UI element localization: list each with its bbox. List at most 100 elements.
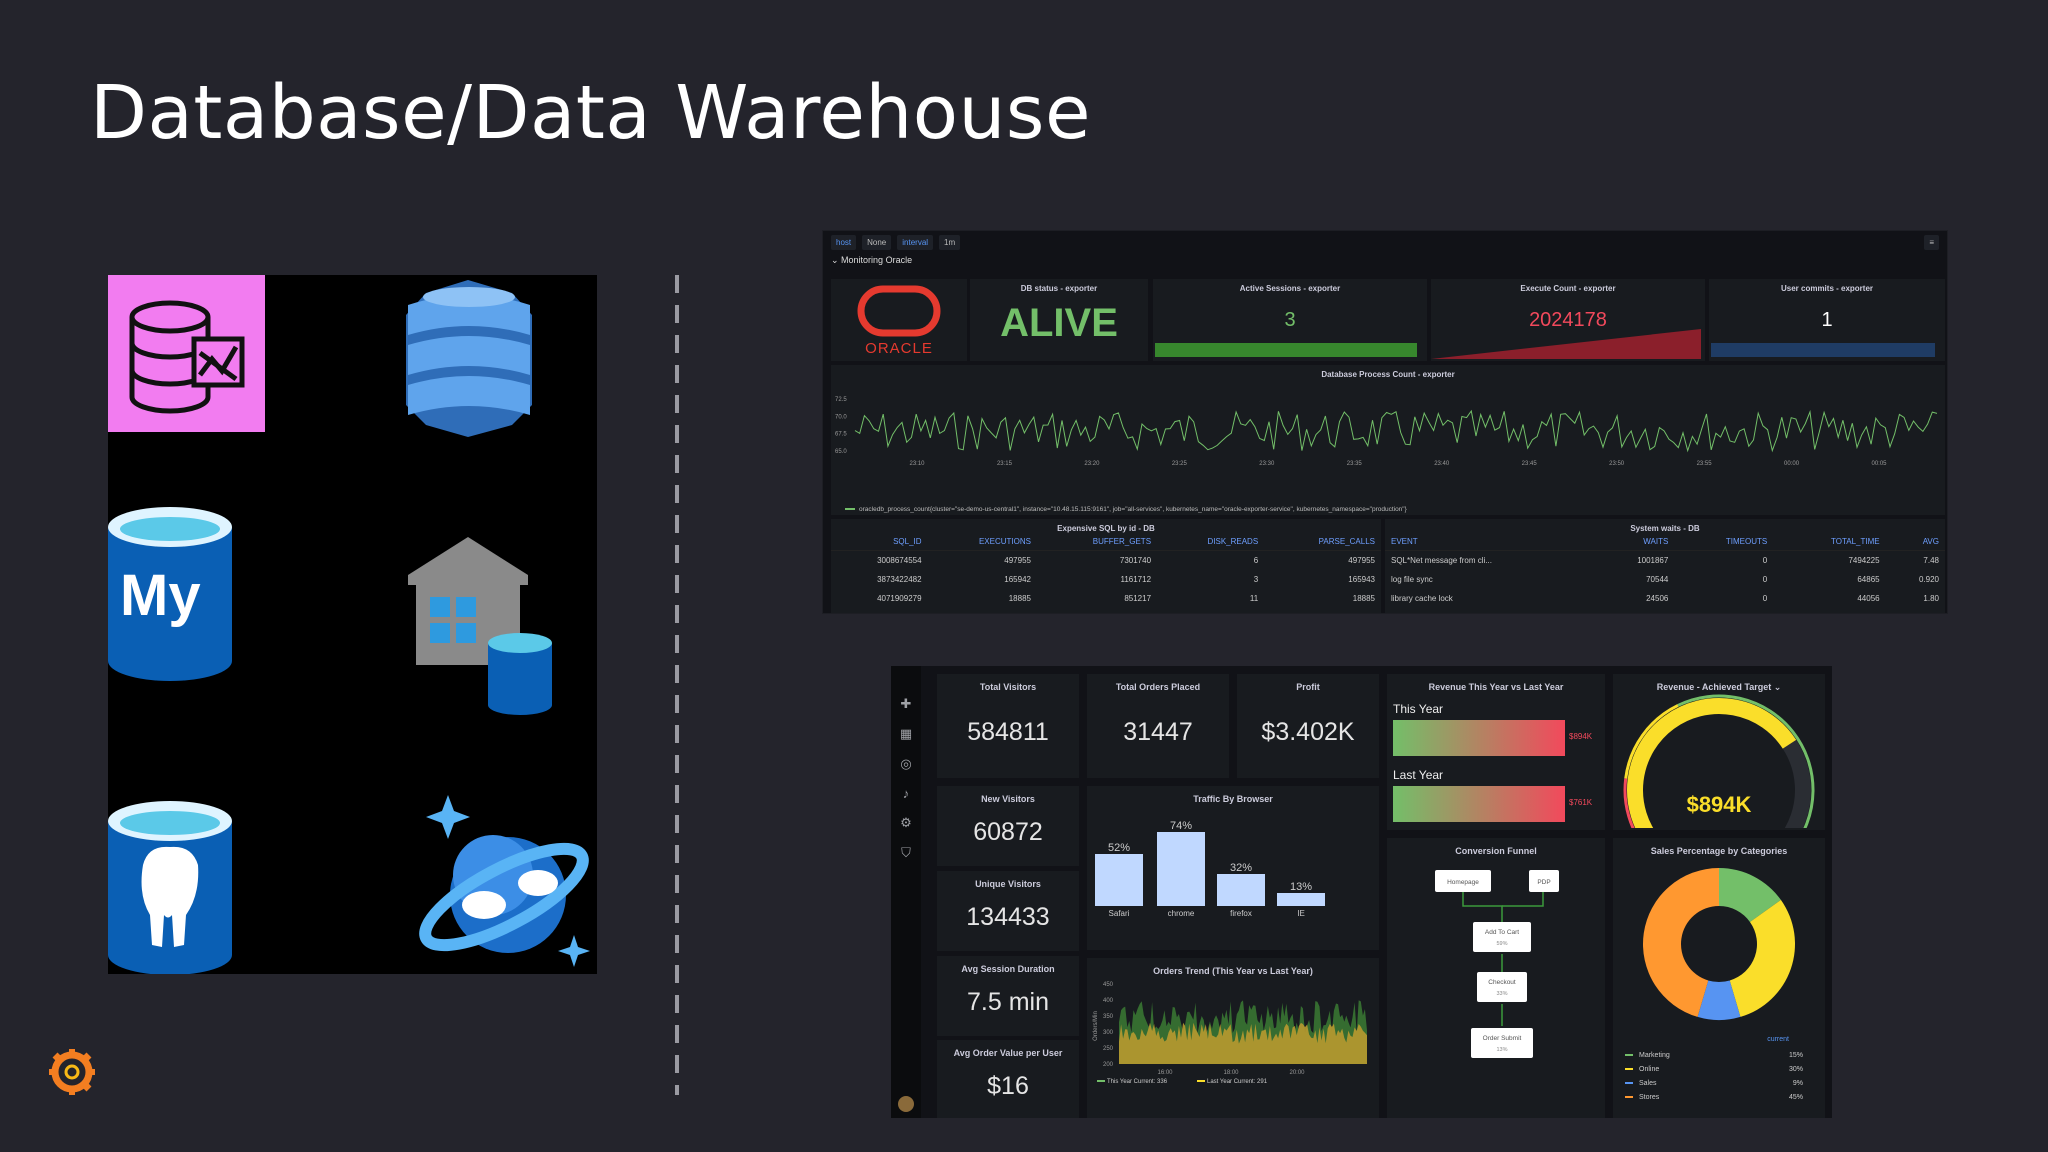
legend-name: Online [1639, 1065, 1660, 1073]
shield-icon[interactable]: ⛉ [901, 845, 911, 860]
process-count-line [854, 409, 1938, 453]
revenue-comparison-panel: Revenue This Year vs Last Year This Year… [1387, 674, 1605, 830]
legend-swatch-this-year [1097, 1080, 1105, 1082]
alerting-bell-icon[interactable]: ♪ [902, 786, 910, 801]
table-cell: 7301740 [1119, 556, 1152, 565]
svg-text:59%: 59% [1496, 941, 1507, 947]
host-variable-select[interactable]: None [862, 234, 892, 250]
table-cell: SQL*Net message from cli... [1391, 556, 1492, 565]
y-tick-label: 70.0 [835, 414, 847, 420]
sql-header[interactable]: BUFFER_GETS [1036, 533, 1158, 551]
slide-title: Database/Data Warehouse [90, 70, 1091, 156]
active-sessions-value: 3 [1284, 309, 1296, 331]
panel-title: Orders Trend (This Year vs Last Year) [1153, 966, 1313, 976]
execute-count-sparkline [1431, 329, 1701, 359]
funnel-node-pdp: PDP [1529, 870, 1559, 892]
legend-swatch [1625, 1054, 1633, 1056]
session-duration-panel: Avg Session Duration 7.5 min [937, 956, 1079, 1036]
y-tick-label: 250 [1103, 1046, 1114, 1052]
x-tick-label: 18:00 [1223, 1070, 1239, 1076]
bar-category-label: firefox [1230, 909, 1252, 918]
user-avatar[interactable] [898, 1096, 914, 1112]
oracle-logo-panel: ORACLE [831, 279, 967, 361]
host-variable-label: host [831, 234, 857, 250]
legend-swatch-last-year [1197, 1080, 1205, 1082]
last-year-label: Last Year [1393, 768, 1444, 782]
funnel-node-checkout: Checkout 33% [1477, 972, 1527, 1002]
panel-title: New Visitors [981, 794, 1035, 804]
waits-header[interactable]: WAITS [1594, 533, 1675, 551]
waits-header[interactable]: TIMEOUTS [1674, 533, 1774, 551]
funnel-node-add-to-cart: Add To Cart 59% [1473, 922, 1531, 952]
panel-title: Execute Count - exporter [1520, 284, 1616, 293]
new-visitors-panel: New Visitors 60872 [937, 786, 1079, 866]
svg-text:Checkout: Checkout [1488, 979, 1516, 986]
interval-variable-select[interactable]: 1m [939, 234, 961, 250]
grafana-logo-icon [49, 1049, 95, 1095]
panel-title[interactable]: Revenue - Achieved Target ⌄ [1656, 682, 1782, 692]
explore-icon[interactable]: ◎ [900, 756, 912, 771]
this-year-label: This Year [1393, 702, 1444, 716]
gauge-threshold-green [1677, 694, 1815, 828]
sql-header[interactable]: SQL_ID [831, 533, 928, 551]
waits-header[interactable]: TOTAL_TIME [1773, 533, 1886, 551]
menu-icon[interactable]: ≡ [1924, 234, 1939, 250]
x-tick-label: 23:45 [1522, 461, 1538, 467]
y-tick-label: 350 [1103, 1014, 1114, 1020]
x-tick-label: 23:25 [1172, 461, 1188, 467]
row-title[interactable]: ⌄ Monitoring Oracle [831, 255, 913, 265]
last-year-area [1119, 1022, 1367, 1064]
svg-text:PDP: PDP [1537, 879, 1550, 886]
legend-name: Marketing [1639, 1051, 1670, 1059]
add-icon[interactable]: ✚ [900, 696, 912, 711]
sales-categories-panel: Sales Percentage by Categories current M… [1613, 838, 1825, 1118]
table-cell: 70544 [1646, 575, 1669, 584]
table-cell: 3873422482 [877, 575, 922, 584]
svg-text:33%: 33% [1496, 991, 1507, 997]
bar-value-label: 13% [1290, 881, 1312, 893]
donut-slice-online [1729, 899, 1795, 1017]
table-cell: 0 [1762, 556, 1768, 565]
sql-header[interactable]: PARSE_CALLS [1264, 533, 1381, 551]
table-cell: 497955 [1348, 556, 1375, 565]
panel-title: Unique Visitors [975, 879, 1041, 889]
table-cell: 24506 [1646, 594, 1669, 603]
y-tick-label: 67.5 [835, 432, 847, 438]
dashboards-icon[interactable]: ▦ [899, 726, 913, 741]
new-visitors-value: 60872 [973, 818, 1043, 846]
settings-gear-icon[interactable]: ⚙ [900, 815, 912, 830]
panel-title: System waits - DB [1630, 524, 1700, 533]
chart-legend: oracledb_process_count{cluster="se-demo-… [845, 506, 1407, 513]
variables-bar: host None interval 1m ≡ [823, 231, 1947, 253]
table-cell: 18885 [1008, 594, 1031, 603]
table-cell: 165942 [1004, 575, 1031, 584]
bar-safari [1095, 854, 1143, 906]
x-tick-label: 23:30 [1259, 461, 1275, 467]
sql-header[interactable]: EXECUTIONS [927, 533, 1037, 551]
table-cell: 1.80 [1923, 594, 1939, 603]
side-nav: ✚ ▦ ◎ ♪ ⚙ ⛉ [891, 666, 921, 1118]
waits-header[interactable]: EVENT [1385, 533, 1595, 551]
revenue-gauge [1623, 694, 1815, 828]
legend-swatch [1625, 1068, 1633, 1070]
table-cell: 497955 [1004, 556, 1031, 565]
panel-title: Revenue This Year vs Last Year [1428, 682, 1564, 692]
bar-value-label: 74% [1170, 820, 1192, 832]
sparkline-fill [1155, 343, 1417, 357]
sql-header[interactable]: DISK_READS [1157, 533, 1265, 551]
db-status-panel: DB status - exporter ALIVE [970, 279, 1148, 361]
oracle-logo-icon: ORACLE [857, 285, 941, 357]
legend-swatch [1625, 1096, 1633, 1098]
table-cell: 44056 [1857, 594, 1880, 603]
waits-header[interactable]: AVG [1885, 533, 1945, 551]
bar-value-label: 52% [1108, 842, 1130, 854]
panel-title: Avg Order Value per User [953, 1048, 1063, 1058]
bar-chrome [1157, 832, 1205, 906]
